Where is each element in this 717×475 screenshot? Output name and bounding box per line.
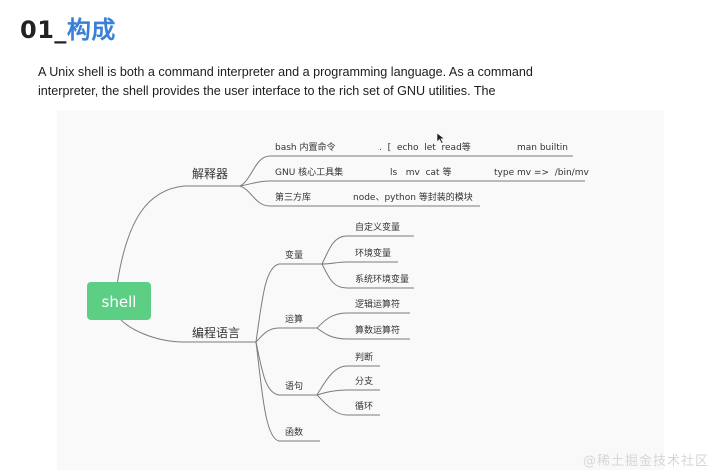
edge-variable-sysenv: [321, 263, 414, 289]
edge-operation-arith: [316, 327, 410, 340]
mindmap-panel: shell 解释器 编程语言 bash 内置命令 . [ echo let re…: [57, 110, 664, 470]
statement-child-2: 循环: [355, 400, 373, 412]
bash-label: bash 内置命令: [275, 141, 335, 153]
mindmap-diagram: shell 解释器 编程语言 bash 内置命令 . [ echo let re…: [87, 132, 589, 442]
variable-child-2: 系统环境变量: [355, 273, 409, 285]
intro-line-1: A Unix shell is both a command interpret…: [38, 65, 533, 79]
root-label: shell: [102, 293, 137, 311]
intro-line-2: interpreter, the shell provides the user…: [38, 84, 496, 98]
function-label: 函数: [285, 426, 303, 438]
operation-label: 运算: [285, 313, 303, 325]
edge-programming-variable: [255, 263, 322, 343]
variable-label: 变量: [285, 249, 303, 261]
title-text: 构成: [66, 16, 116, 44]
variable-child-0: 自定义变量: [355, 221, 400, 233]
root-node: [87, 282, 151, 320]
edge-programming-function: [255, 341, 320, 442]
edge-statement-branch: [316, 389, 380, 396]
edge-variable-custom: [321, 235, 414, 265]
edge-variable-env: [321, 261, 398, 265]
edge-root-interpreter: [116, 185, 240, 286]
branch-programming-label: 编程语言: [192, 325, 240, 340]
bash-note: man builtin: [517, 143, 568, 153]
edge-programming-statement: [255, 341, 317, 396]
edge-statement-judge: [316, 365, 380, 396]
gnu-items: ls mv cat 等: [390, 166, 451, 178]
statement-label: 语句: [285, 380, 303, 392]
edge-programming-operation: [255, 327, 317, 343]
bash-items: . [ echo let read等: [379, 141, 471, 153]
operation-child-1: 算数运算符: [355, 324, 400, 336]
slide-title: 01_构成: [20, 10, 116, 45]
watermark: @稀土掘金技术社区: [582, 454, 709, 469]
statement-child-1: 分支: [355, 375, 373, 387]
branch-interpreter-label: 解释器: [192, 167, 228, 181]
operation-child-0: 逻辑运算符: [355, 298, 400, 310]
edge-interpreter-third: [239, 185, 271, 207]
statement-child-0: 判断: [355, 351, 373, 363]
third-items: node、python 等封装的模块: [353, 191, 473, 203]
mouse-cursor-icon: [436, 132, 446, 144]
intro-paragraph: A Unix shell is both a command interpret…: [38, 63, 698, 101]
edge-statement-loop: [316, 394, 380, 416]
variable-child-1: 环境变量: [355, 247, 391, 259]
edge-interpreter-bash: [239, 155, 271, 187]
gnu-label: GNU 核心工具集: [275, 166, 343, 178]
edge-operation-logic: [316, 312, 410, 329]
title-number: 01_: [20, 16, 67, 44]
third-label: 第三方库: [275, 191, 311, 203]
gnu-note: type mv => /bin/mv: [494, 168, 589, 178]
edge-interpreter-gnu: [239, 180, 271, 187]
